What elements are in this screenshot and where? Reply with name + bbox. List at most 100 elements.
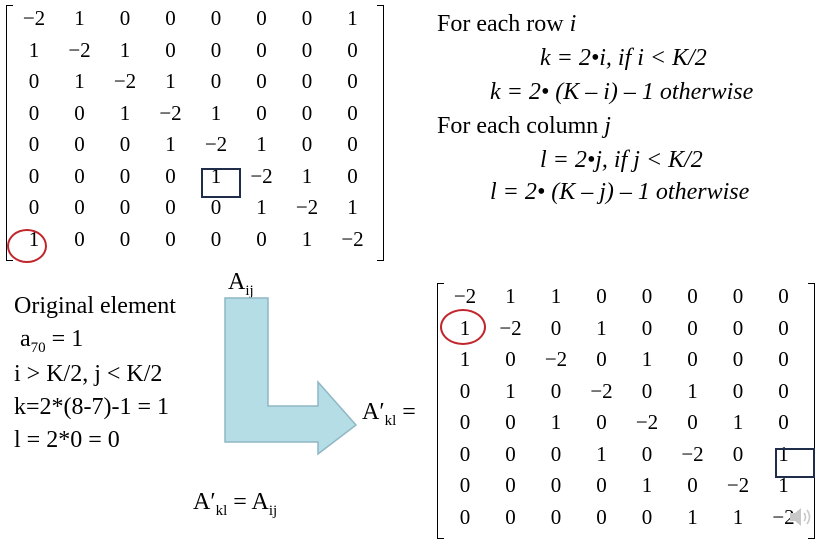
matrix-a-cell-r1c1: −2 (68, 37, 91, 62)
matrix-a-prime-cell-r4c4: −2 (635, 410, 659, 434)
example-line-2: a70 = 1 (20, 325, 83, 362)
matrix-a-prime-cell-r5c3: 1 (596, 441, 607, 466)
matrix-a-cell-r6c4: 0 (210, 195, 222, 219)
matrix-a-prime-cell-r1c7: 0 (778, 315, 789, 340)
matrix-a-prime-cell-r2c6: 0 (732, 347, 744, 371)
matrix-a-cell-r3c6: 0 (301, 100, 313, 125)
matrix-a-prime-cell-r3c2: 0 (550, 378, 562, 403)
matrix-a-cell-r3c0: 0 (28, 100, 40, 125)
matrix-a-cell-r2c4: 0 (210, 69, 222, 93)
matrix-a-cell-r5c3: 0 (165, 163, 176, 188)
row-heading-text: For each row (437, 11, 564, 37)
matrix-a-prime-cell-r4c3: 0 (596, 410, 607, 434)
matrix-a-prime-cell-r1c2: 0 (550, 315, 562, 340)
matrix-a-cell-r4c2: 0 (119, 132, 131, 156)
matrix-a-prime-cell-r0c0: −2 (453, 284, 477, 308)
matrix-a-prime-cell-r2c1: 0 (505, 347, 516, 371)
col-heading-text: For each column (437, 113, 599, 139)
matrix-a-cell-r4c5: 1 (256, 132, 267, 156)
a70-sub: 70 (30, 339, 46, 356)
matrix-a-prime-cell-r3c0: 0 (459, 378, 471, 403)
matrix-a-prime-cell-r1c6: 0 (732, 315, 744, 340)
a70-base: a (20, 326, 31, 352)
matrix-a-cell-r1c0: 1 (28, 37, 40, 62)
matrix-a-cell-r7c2: 0 (119, 226, 131, 251)
row-rule-2: k = 2• (K – i) – 1 otherwise (490, 79, 754, 105)
matrix-a-cell-r6c0: 0 (28, 195, 40, 219)
matrix-a-cell-r2c7: 0 (347, 69, 358, 93)
matrix-a-cell-r3c2: 1 (119, 100, 131, 125)
matrix-a-prime-cell-r6c1: 0 (505, 473, 516, 497)
speaker-icon[interactable] (788, 506, 814, 528)
matrix-a-cell-r6c3: 0 (165, 195, 176, 219)
l-arrow (224, 297, 358, 456)
matrix-a-prime-cell-r4c5: 0 (687, 410, 698, 434)
matrix-a-cell-r5c6: 1 (301, 163, 313, 188)
matrix-a-prime-cell-r4c6: 1 (732, 410, 744, 434)
matrix-a-cell-r2c0: 0 (28, 69, 40, 93)
matrix-a-cell-r2c1: 1 (74, 69, 85, 93)
matrix-a-cell-r7c5: 0 (256, 226, 267, 251)
matrix-a-prime-cell-r0c6: 0 (732, 284, 744, 308)
matrix-a-prime-cell-r2c2: −2 (544, 347, 568, 371)
col-rule-2: l = 2• (K – j) – 1 otherwise (490, 179, 750, 205)
matrix-a-prime-cell-r1c4: 0 (641, 315, 653, 340)
matrix-a-prime-cell-r5c7: 1 (778, 441, 789, 466)
highlight-circle-a (7, 229, 47, 263)
row-var: i (569, 11, 577, 37)
matrix-a-cell-r7c3: 0 (165, 226, 176, 251)
matrix-a-left-bracket (6, 5, 13, 261)
matrix-a-prime-cell-r3c4: 0 (641, 378, 653, 403)
matrix-a-cell-r7c7: −2 (341, 226, 364, 251)
col-var: j (604, 113, 611, 139)
matrix-a-right-bracket (377, 5, 384, 261)
matrix-a-cell-r1c3: 0 (165, 37, 176, 62)
matrix-a-cell-r5c0: 0 (28, 163, 40, 188)
matrix-a-cell-r3c7: 0 (347, 100, 358, 125)
matrix-a-prime-cell-r2c3: 0 (596, 347, 607, 371)
matrix-a-cell-r4c3: 1 (165, 132, 176, 156)
a70-value: = 1 (45, 326, 84, 352)
matrix-a-prime-cell-r7c0: 0 (459, 504, 471, 529)
matrix-a-prime-cell-r4c1: 0 (505, 410, 516, 434)
matrix-a-cell-r6c1: 0 (74, 195, 85, 219)
matrix-a-cell-r0c5: 0 (256, 6, 267, 30)
matrix-a-cell-r7c1: 0 (74, 226, 85, 251)
matrix-a-cell-r5c1: 0 (74, 163, 85, 188)
matrix-a-prime-cell-r0c1: 1 (505, 284, 516, 308)
matrix-a-prime-cell-r7c3: 0 (596, 504, 607, 529)
matrix-a-prime-cell-r0c5: 0 (687, 284, 698, 308)
matrix-a-prime-cell-r2c7: 0 (778, 347, 789, 371)
matrix-a-cell-r2c3: 1 (165, 69, 176, 93)
matrix-a-prime-cell-r1c5: 0 (687, 315, 698, 340)
matrix-a-prime-cell-r2c4: 1 (641, 347, 653, 371)
col-heading: For each column j (437, 112, 611, 140)
matrix-a-prime-cell-r3c5: 1 (687, 378, 698, 403)
matrix-a-prime-cell-r6c4: 1 (641, 473, 653, 497)
matrix-a-cell-r1c5: 0 (256, 37, 267, 62)
matrix-a-cell-r7c4: 0 (210, 226, 222, 251)
matrix-a-prime-cell-r7c7: −2 (772, 504, 795, 529)
matrix-a-prime-left-bracket (437, 283, 444, 539)
matrix-a-prime-cell-r7c2: 0 (550, 504, 562, 529)
matrix-a-cell-r6c7: 1 (347, 195, 358, 219)
matrix-a-prime-cell-r7c5: 1 (687, 504, 698, 529)
matrix-a-prime-cell-r4c7: 0 (778, 410, 789, 434)
matrix-a-prime-cell-r5c2: 0 (550, 441, 562, 466)
matrix-a-cell-r1c7: 0 (347, 37, 358, 62)
matrix-a-cell-r4c4: −2 (204, 132, 228, 156)
matrix-a-cell-r6c6: −2 (295, 195, 319, 219)
aij-label: Aij (228, 268, 254, 305)
row-rule-1: k = 2•i, if i < K/2 (540, 45, 707, 71)
matrix-a-prime-cell-r5c6: 0 (732, 441, 744, 466)
matrix-a-cell-r4c6: 0 (301, 132, 313, 156)
matrix-a-prime-cell-r2c5: 0 (687, 347, 698, 371)
matrix-a-prime-cell-r0c7: 0 (778, 284, 789, 308)
highlight-circle-a-prime (440, 309, 486, 345)
matrix-a-cell-r0c0: −2 (22, 6, 46, 30)
matrix-a-prime-cell-r7c1: 0 (505, 504, 516, 529)
akl-eq: = (396, 399, 416, 425)
matrix-a-cell-r0c6: 0 (301, 6, 313, 30)
